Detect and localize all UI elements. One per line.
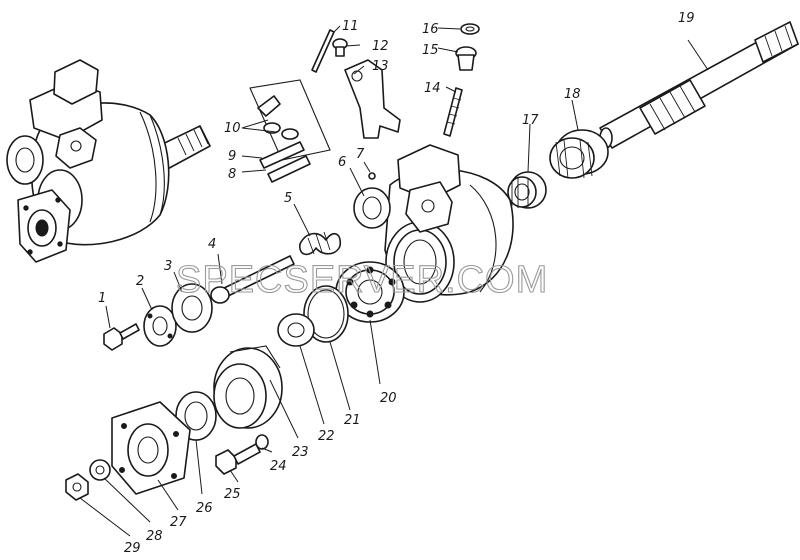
callout-22: 22 (318, 429, 335, 444)
callout-6: 6 (338, 155, 346, 170)
ring-17 (507, 171, 547, 209)
callout-14: 14 (424, 81, 441, 96)
nut-29 (65, 473, 89, 501)
callout-18: 18 (564, 87, 581, 102)
snap-ring-21 (303, 285, 349, 343)
callout-8: 8 (228, 167, 236, 182)
callout-15: 15 (422, 43, 439, 58)
callout-2: 2 (136, 274, 144, 289)
screw-12 (332, 38, 348, 57)
watermark-text: SPECSERVER.COM (176, 259, 548, 301)
pin-11 (311, 29, 335, 73)
ball-7 (368, 172, 376, 180)
flange-27 (111, 401, 191, 495)
bolt-1 (103, 323, 140, 351)
bolt-25 (215, 443, 261, 475)
callout-1: 1 (98, 291, 106, 306)
callout-11: 11 (342, 19, 359, 34)
callout-21: 21 (344, 413, 361, 428)
callout-23: 23 (292, 445, 309, 460)
assembled-housing (6, 59, 211, 263)
callout-24: 24 (270, 459, 287, 474)
spring-5 (299, 231, 342, 256)
callout-9: 9 (228, 149, 236, 164)
callout-3: 3 (164, 259, 172, 274)
callout-25: 25 (224, 487, 241, 502)
callout-28: 28 (146, 529, 163, 544)
callout-17: 17 (522, 113, 539, 128)
rod-14 (443, 87, 463, 137)
callout-labels: 1 2 3 4 5 6 7 8 9 10 11 12 13 14 15 16 1… (98, 11, 695, 556)
callout-19: 19 (678, 11, 695, 26)
callout-29: 29 (124, 541, 141, 556)
callout-7: 7 (356, 147, 365, 162)
gear-18 (549, 129, 609, 179)
callout-20: 20 (380, 391, 397, 406)
callout-26: 26 (196, 501, 213, 516)
callout-12: 12 (372, 39, 389, 54)
callout-27: 27 (170, 515, 187, 530)
washer-28 (89, 459, 111, 481)
washer-16 (460, 23, 480, 35)
callout-13: 13 (372, 59, 389, 74)
callout-10: 10 (224, 121, 241, 136)
leader-lines (79, 25, 709, 537)
shaft-19 (599, 21, 799, 149)
cap-15 (455, 46, 477, 71)
washer-24 (255, 434, 269, 450)
disc-3 (171, 283, 213, 333)
bolt-4 (210, 255, 295, 304)
bearing-20 (335, 261, 405, 323)
callout-4: 4 (208, 237, 216, 252)
cap-2 (143, 305, 177, 347)
callout-16: 16 (422, 22, 439, 37)
callout-5: 5 (284, 191, 292, 206)
cover-23 (213, 345, 283, 429)
washer-22 (277, 313, 315, 347)
bracket-group-8-10 (249, 79, 331, 183)
